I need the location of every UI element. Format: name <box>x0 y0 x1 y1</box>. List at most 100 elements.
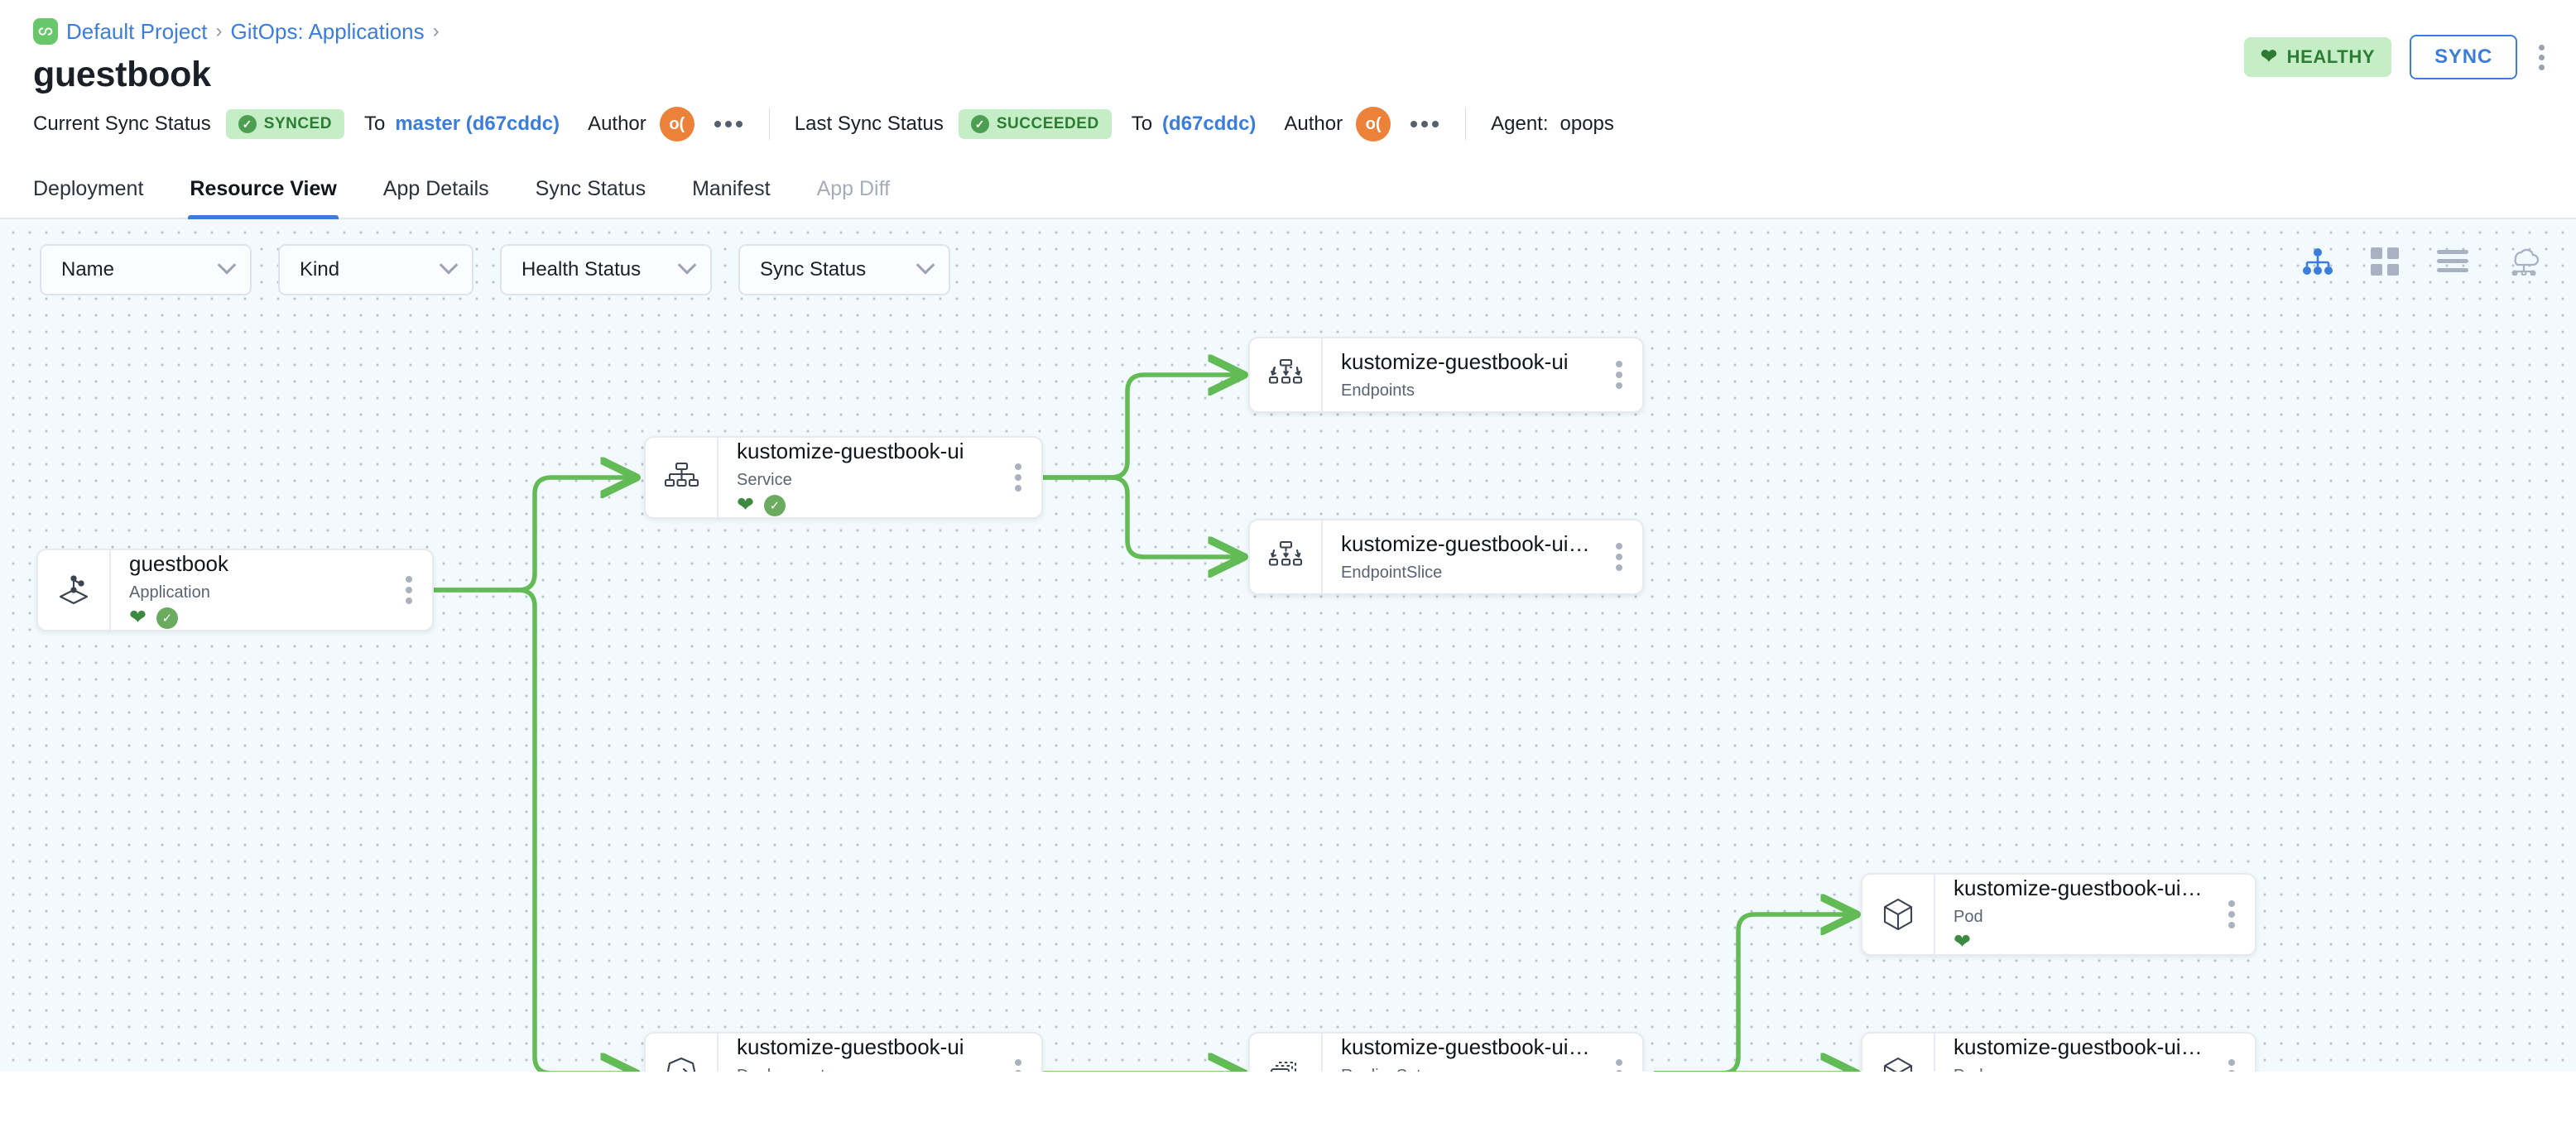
check-circle-icon-2: ✓ <box>970 115 989 133</box>
tab-sync-status[interactable]: Sync Status <box>535 177 646 200</box>
node-title: kustomize-guestbook-ui-… <box>1341 1034 1596 1060</box>
node-menu-button[interactable] <box>386 550 432 630</box>
breadcrumb-separator-2: › <box>432 20 440 42</box>
synced-check-icon: ✓ <box>156 607 178 629</box>
filter-sync-status-dropdown[interactable]: Sync Status <box>738 244 950 295</box>
current-sync-status-badge: ✓ SYNCED <box>225 109 344 139</box>
replicaset-icon <box>1250 1056 1321 1072</box>
filter-sync-label: Sync Status <box>760 258 867 281</box>
node-kind: ReplicaSet <box>1341 1066 1596 1072</box>
network-view-icon[interactable] <box>2506 247 2541 280</box>
heart-icon: ❤ <box>737 493 754 517</box>
last-sync-status-badge: ✓ SUCCEEDED <box>958 109 1112 139</box>
graph-node-deployment[interactable]: kustomize-guestbook-ui Deployment ❤ ✓ <box>644 1032 1043 1072</box>
tab-app-diff: App Diff <box>816 177 891 200</box>
tree-view-icon[interactable] <box>2303 248 2333 279</box>
grid-view-icon[interactable] <box>2371 247 2399 280</box>
node-title: kustomize-guestbook-ui <box>737 1034 964 1060</box>
tab-manifest[interactable]: Manifest <box>692 177 771 200</box>
endpoints-icon <box>1250 357 1321 392</box>
current-sync-badge-label: SYNCED <box>263 115 332 132</box>
current-sync-more-icon[interactable] <box>713 116 744 132</box>
node-menu-button[interactable] <box>995 1034 1041 1072</box>
filter-kind-label: Kind <box>300 258 340 281</box>
synced-check-icon: ✓ <box>763 494 786 516</box>
application-icon <box>38 572 109 608</box>
graph-node-endpointslice[interactable]: kustomize-guestbook-ui-… EndpointSlice <box>1248 519 1644 595</box>
node-body: kustomize-guestbook-ui-… Pod ❤ <box>1934 875 2208 954</box>
node-kind: Deployment <box>737 1066 995 1072</box>
node-body: kustomize-guestbook-ui-… EndpointSlice <box>1321 521 1596 593</box>
pod-icon-2 <box>1862 1055 1934 1072</box>
last-sync-more-icon[interactable] <box>1409 116 1440 132</box>
current-sync-revision-link[interactable]: master (d67cddc) <box>395 113 560 135</box>
chevron-down-icon <box>217 256 237 275</box>
graph-node-pod-2[interactable]: kustomize-guestbook-ui-… Pod ❤ <box>1861 1032 2256 1072</box>
current-sync-to-label: To <box>363 113 386 135</box>
graph-toolbar: Name Kind Health Status Sync Status <box>0 219 2576 302</box>
current-sync-author-label: Author <box>588 113 646 135</box>
node-menu-button[interactable] <box>1596 1034 1642 1072</box>
kebab-vertical-icon <box>402 573 416 607</box>
tab-app-details[interactable]: App Details <box>382 177 489 200</box>
node-title: kustomize-guestbook-ui <box>1341 349 1569 375</box>
app-header: Default Project › GitOps: Applications ›… <box>0 0 2576 95</box>
node-body: guestbook Application ❤ ✓ <box>109 550 386 630</box>
deployment-icon <box>646 1055 717 1072</box>
node-status-icons: ❤ ✓ <box>129 607 386 629</box>
filter-health-label: Health Status <box>521 258 642 281</box>
current-sync-status-label: Current Sync Status <box>33 113 211 135</box>
list-view-icon[interactable] <box>2437 249 2468 278</box>
filter-kind-dropdown[interactable]: Kind <box>278 244 473 295</box>
kebab-vertical-icon <box>2225 1056 2238 1072</box>
node-title: kustomize-guestbook-ui-… <box>1954 876 2208 901</box>
node-body: kustomize-guestbook-ui-… Pod ❤ <box>1934 1034 2208 1072</box>
chevron-down-icon-4 <box>916 256 935 275</box>
node-menu-button[interactable] <box>2208 1034 2255 1072</box>
kebab-vertical-icon <box>1612 1056 1626 1072</box>
node-body: kustomize-guestbook-ui Service ❤ ✓ <box>717 438 995 517</box>
last-sync-author-label: Author <box>1284 113 1343 135</box>
graph-node-application[interactable]: guestbook Application ❤ ✓ <box>36 549 434 631</box>
health-badge-label: HEALTHY <box>2286 46 2376 67</box>
tab-deployment[interactable]: Deployment <box>33 177 144 200</box>
filter-name-dropdown[interactable]: Name <box>40 244 252 295</box>
check-circle-icon: ✓ <box>238 115 257 133</box>
breadcrumb-item-project[interactable]: Default Project <box>66 18 208 44</box>
devtron-logo-icon <box>33 18 58 45</box>
node-menu-button[interactable] <box>1596 338 1642 411</box>
tab-resource-view[interactable]: Resource View <box>166 177 359 219</box>
breadcrumb-item-applications[interactable]: GitOps: Applications <box>230 18 425 44</box>
status-badge-healthy: ❤ HEALTHY <box>2243 37 2392 77</box>
node-menu-button[interactable] <box>995 438 1041 517</box>
page-title: guestbook <box>33 55 211 94</box>
heart-icon: ❤ <box>129 606 147 630</box>
graph-node-endpoints[interactable]: kustomize-guestbook-ui Endpoints <box>1248 337 1644 413</box>
filter-health-status-dropdown[interactable]: Health Status <box>500 244 712 295</box>
divider <box>768 108 770 140</box>
filter-name-label: Name <box>61 258 115 281</box>
kebab-vertical-icon <box>1612 540 1626 574</box>
status-strip: Current Sync Status ✓ SYNCED To master (… <box>0 95 2576 160</box>
node-menu-button[interactable] <box>1596 521 1642 593</box>
tab-bar: Deployment Resource View App Details Syn… <box>0 160 2576 219</box>
heart-icon: ❤ <box>1954 930 1971 954</box>
last-sync-status-label: Last Sync Status <box>794 113 944 135</box>
kebab-vertical-icon[interactable] <box>2535 41 2548 74</box>
sync-button[interactable]: SYNC <box>2410 35 2517 79</box>
service-icon <box>646 460 717 495</box>
graph-node-replicaset[interactable]: kustomize-guestbook-ui-… ReplicaSet ❤ <box>1248 1032 1644 1072</box>
resource-graph-canvas[interactable]: Name Kind Health Status Sync Status <box>0 219 2576 1072</box>
graph-node-service[interactable]: kustomize-guestbook-ui Service ❤ ✓ <box>644 436 1043 519</box>
heart-icon: ❤ <box>2260 46 2278 68</box>
avatar-2: o( <box>1356 107 1391 142</box>
agent-value: opops <box>1560 113 1614 135</box>
node-menu-button[interactable] <box>2208 875 2255 954</box>
last-sync-to-label: To <box>1131 113 1153 135</box>
last-sync-revision-link[interactable]: (d67cddc) <box>1162 113 1257 135</box>
graph-node-pod-1[interactable]: kustomize-guestbook-ui-… Pod ❤ <box>1861 873 2256 956</box>
avatar: o( <box>659 107 694 142</box>
chevron-down-icon-3 <box>677 256 697 275</box>
node-title: guestbook <box>129 551 228 577</box>
chevron-down-icon-2 <box>439 256 459 275</box>
